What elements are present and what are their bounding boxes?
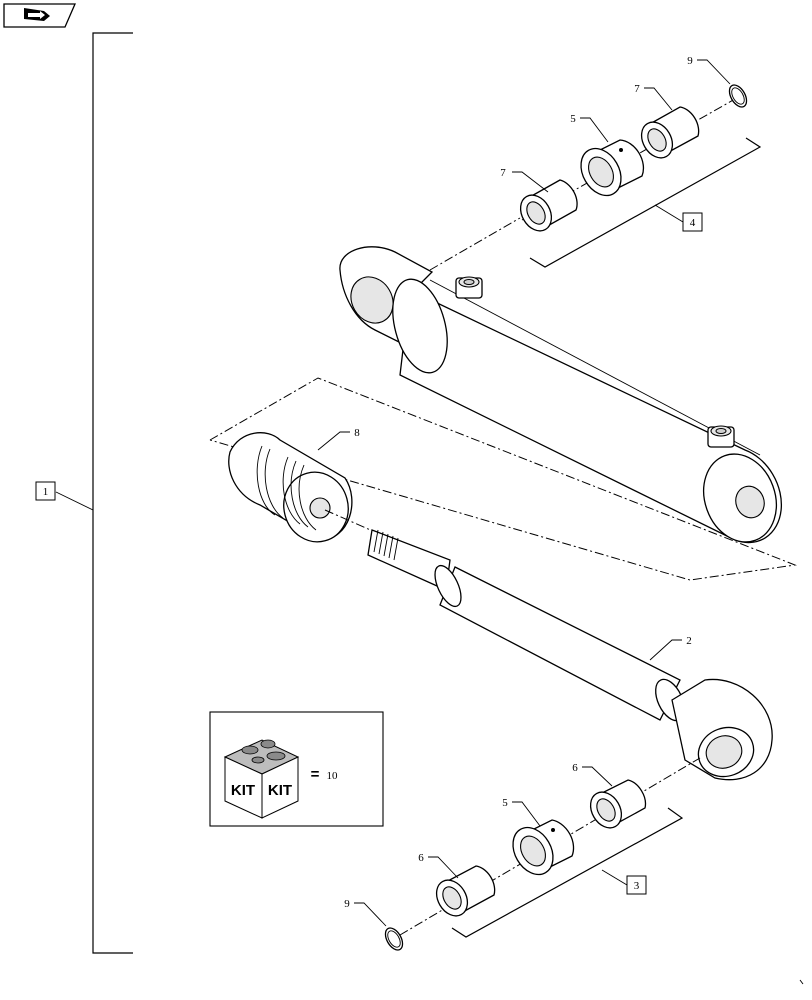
port-rear [455,276,483,299]
nav-tab-button[interactable] [3,3,76,28]
bushing-upper [580,139,645,197]
port-front [707,425,735,448]
callout-2: 2 [686,635,692,647]
callout-1: 1 [43,486,49,498]
bearing-upper-left [519,179,578,232]
callout-4: 4 [690,217,696,229]
callout-7-right: 7 [634,83,640,95]
kit-label-left: KIT [231,782,255,799]
snap-ring-lower [384,927,404,951]
piston: 8 [228,427,360,543]
bearing-lower-left [435,865,496,917]
upper-kit-group: 4 7 5 7 9 [429,55,762,271]
lower-kit-group: 3 6 5 6 9 [344,757,701,951]
kit-label-right: KIT [268,782,292,799]
assembly-bracket: 1 [35,32,133,954]
kit-cube-icon [223,739,300,819]
callout-5-lower: 5 [502,797,508,809]
callout-7-left: 7 [500,167,506,179]
callout-9-lower: 9 [344,898,350,910]
bearing-lower-right [589,779,647,829]
callout-8: 8 [354,427,360,439]
kit-ref-number: 10 [327,770,339,782]
cylinder-barrel [339,246,782,544]
kit-box: KIT KIT = 10 [209,711,384,827]
callout-5-upper: 5 [570,113,576,125]
kit-equals: = [311,766,320,783]
bushing-lower [512,819,575,876]
callout-6-right: 6 [572,762,578,774]
snap-ring-upper [728,84,748,108]
callout-3: 3 [634,880,640,892]
bearing-upper-right [640,106,700,159]
piston-rod: 2 [367,529,773,781]
callout-9-upper: 9 [687,55,693,67]
callout-6-left: 6 [418,852,424,864]
nav-arrow-icon [24,8,50,21]
